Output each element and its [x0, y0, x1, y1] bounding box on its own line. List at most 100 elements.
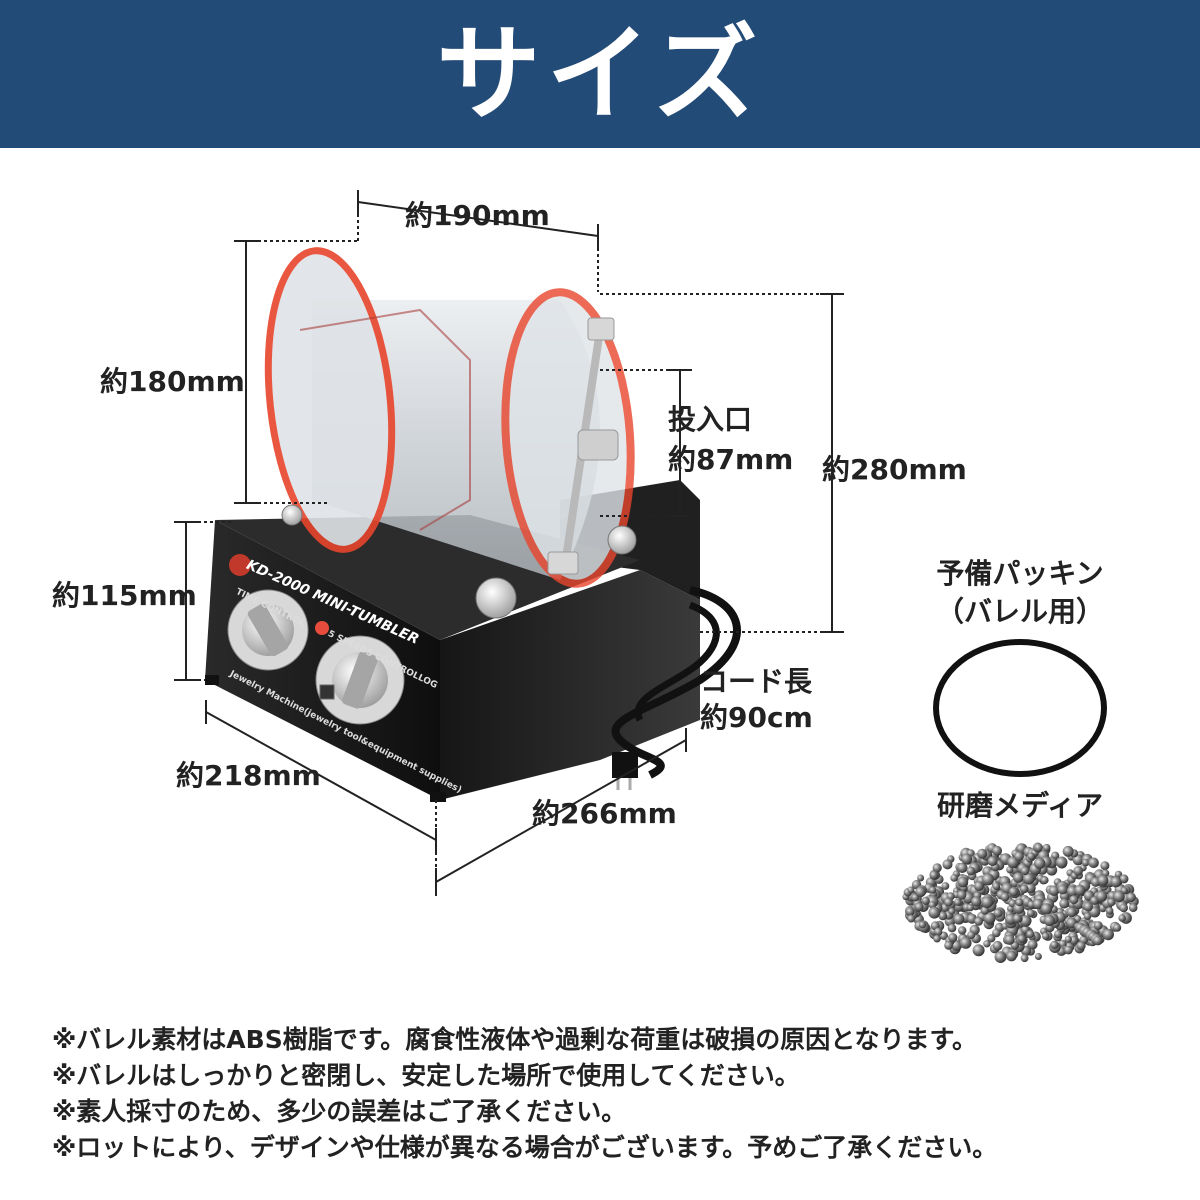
media-bead [928, 906, 941, 919]
media-bead [948, 907, 956, 915]
media-bead [1101, 869, 1110, 877]
dim-drum-height: 約180mm [100, 365, 245, 398]
media-bead [947, 923, 957, 933]
media-bead [948, 933, 958, 943]
tumbler-drum [264, 247, 635, 588]
media-bead [933, 934, 941, 943]
dim-cord-length: 約90cm [700, 701, 813, 734]
note-item: ※バレル素材はABS樹脂です。腐食性液体や過剰な荷重は破損の原因となります。 [52, 1025, 977, 1054]
media-bead [941, 882, 950, 890]
media-bead [1048, 885, 1060, 896]
media-bead [993, 908, 1003, 918]
note-item: ※バレルはしっかりと密閉し、安定した場所で使用してください。 [52, 1061, 800, 1090]
media-bead [1119, 874, 1129, 884]
note-item: ※ロットにより、デザインや仕様が異なる場合がございます。予めご了承ください。 [52, 1133, 998, 1162]
media-bead [1012, 914, 1022, 923]
page-title: サイズ [436, 13, 764, 135]
media-bead [1034, 857, 1046, 870]
media-bead [1014, 851, 1024, 862]
media-bead [1120, 887, 1128, 894]
media-bead [1118, 914, 1126, 922]
media-bead [1064, 935, 1072, 943]
media-bead [1082, 858, 1090, 867]
dim-base-height: 約115mm [52, 579, 197, 612]
media-bead [934, 927, 943, 936]
header-banner: サイズ [0, 0, 1200, 148]
media-bead [1019, 884, 1029, 894]
media-bead [983, 940, 991, 948]
media-bead [1040, 903, 1053, 915]
media-bead [1023, 872, 1035, 885]
media-bead [1055, 856, 1068, 869]
dim-width-top: 約190mm [405, 199, 550, 232]
media-bead [1100, 861, 1110, 871]
media-bead [987, 934, 996, 943]
media-bead [1069, 895, 1079, 905]
media-bead [1006, 950, 1017, 962]
media-bead [1107, 898, 1116, 907]
media-bead [981, 896, 993, 909]
media-bead [992, 928, 1001, 938]
media-bead [992, 845, 1002, 856]
dim-base-depth: 約266mm [532, 797, 677, 830]
media-bead [1019, 915, 1032, 927]
dim-base-width: 約218mm [176, 759, 321, 792]
media-bead [966, 866, 976, 876]
media-bead [1088, 857, 1099, 869]
media-bead [1026, 930, 1035, 939]
media-bead [1096, 890, 1108, 902]
media-bead [1126, 892, 1136, 903]
media-bead [966, 903, 974, 912]
media-bead [957, 890, 967, 900]
media-bead [1050, 940, 1059, 950]
media-bead [1128, 903, 1138, 912]
media-bead [980, 906, 990, 915]
media-bead [921, 896, 930, 905]
media-bead [1015, 898, 1024, 907]
media-bead [1020, 954, 1029, 963]
media-bead [1072, 854, 1084, 866]
media-bead [1042, 843, 1051, 852]
media-bead [974, 881, 984, 891]
gasket-label-line2: （バレル用） [935, 595, 1104, 628]
media-bead [1057, 884, 1068, 895]
media-label: 研磨メディア [936, 789, 1104, 822]
media-bead [1083, 912, 1092, 920]
media-bead [942, 859, 953, 870]
media-bead [1004, 934, 1015, 945]
media-bead [1008, 887, 1019, 897]
media-bead [1114, 870, 1123, 879]
media-bead [971, 896, 982, 907]
product-illustration [174, 190, 1139, 963]
media-bead [1102, 928, 1115, 941]
media-bead [1113, 923, 1122, 932]
media-bead [1013, 872, 1024, 883]
media-bead [929, 886, 937, 894]
media-bead [974, 917, 983, 926]
media-bead [1020, 866, 1030, 876]
media-bead [1113, 890, 1125, 903]
gasket-label-line1: 予備パッキン [936, 557, 1104, 590]
media-bead [1083, 901, 1093, 912]
media-bead [957, 862, 968, 873]
media-bead [1064, 945, 1073, 955]
media-bead [961, 853, 973, 865]
media-bead [994, 951, 1007, 963]
media-bead [907, 886, 915, 894]
machine-base [205, 480, 700, 802]
media-bead [1040, 876, 1049, 884]
media-bead [1074, 884, 1086, 896]
media-bead [905, 907, 915, 916]
media-bead [1042, 932, 1050, 940]
media-bead [918, 921, 927, 929]
media-bead [1026, 909, 1035, 918]
media-bead [1097, 875, 1109, 886]
media-bead [1073, 866, 1083, 876]
media-bead [1027, 939, 1038, 950]
media-bead [987, 856, 998, 867]
dim-cord-label: コード長 [700, 665, 813, 698]
media-bead [957, 876, 969, 888]
machine-rollers [281, 504, 637, 619]
media-bead [983, 912, 996, 925]
media-bead [1027, 852, 1035, 861]
